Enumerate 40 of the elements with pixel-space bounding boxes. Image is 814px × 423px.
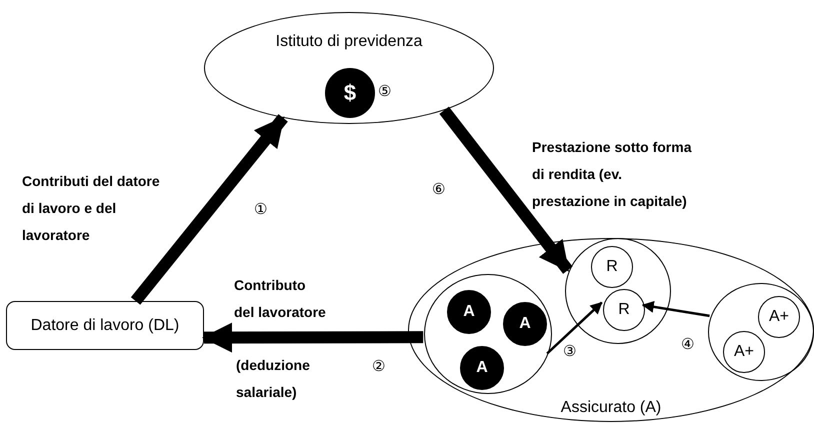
active-circle <box>447 290 491 334</box>
arrow <box>130 114 288 305</box>
arrow <box>642 300 710 318</box>
node-label: R <box>605 258 619 276</box>
edge-label: Contributi del datore di lavoro e del lavoratore <box>22 172 161 245</box>
node-label: Datore di lavoro (DL) <box>30 316 180 334</box>
active-group-circle <box>424 274 552 394</box>
edge-label: Prestazione sotto forma di rendita (ev. prestazione in capitale) <box>532 138 693 211</box>
step-number: ① <box>254 200 267 218</box>
insured-ellipse <box>408 238 814 422</box>
node-label: R <box>617 301 631 319</box>
node-label: A+ <box>732 343 755 361</box>
active-circle <box>503 302 547 346</box>
note-label: (deduzione salariale) <box>236 356 311 402</box>
disabled-group-circle <box>708 283 814 381</box>
employer-box <box>6 301 204 350</box>
node-label: A <box>518 315 532 333</box>
step-number: ⑤ <box>378 82 391 100</box>
arrow <box>546 302 603 354</box>
pensioner-circle <box>591 246 633 288</box>
money-circle <box>325 68 375 118</box>
edge-label: Contributo del lavoratore <box>234 276 327 322</box>
step-number: ④ <box>681 335 694 353</box>
node-label: A <box>462 303 476 321</box>
node-label: A <box>475 359 489 377</box>
node-label: $ <box>342 80 358 106</box>
pensioner-group-circle <box>565 238 671 344</box>
institution-ellipse <box>204 12 494 124</box>
step-number: ② <box>372 357 385 375</box>
pensioner-circle <box>603 289 645 331</box>
arrow <box>202 322 424 353</box>
node-label: Assicurato (A) <box>560 399 662 417</box>
active-circle <box>460 346 504 390</box>
step-number: ③ <box>563 342 576 360</box>
disabled-circle <box>758 296 800 338</box>
node-label: A+ <box>768 308 790 326</box>
arrow <box>439 106 573 274</box>
disabled-circle <box>723 331 765 373</box>
node-label: Istituto di previdenza <box>274 33 424 51</box>
step-number: ⑥ <box>432 180 445 198</box>
